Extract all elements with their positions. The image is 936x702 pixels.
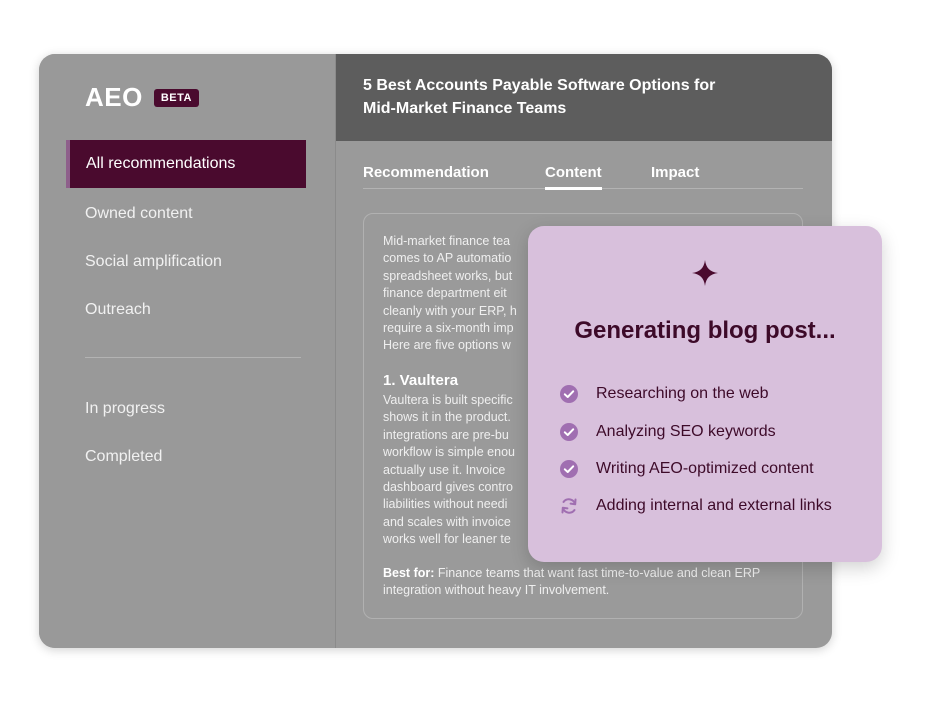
- generating-card: Generating blog post... Researching on t…: [528, 226, 882, 562]
- tab-bar: Recommendation Content Impact: [363, 162, 803, 190]
- sparkle-icon: [692, 260, 718, 286]
- step-label: Writing AEO-optimized content: [596, 460, 814, 477]
- sidebar-item-completed[interactable]: Completed: [85, 448, 163, 465]
- logo: AEO BETA: [85, 82, 199, 113]
- step-label: Adding internal and external links: [596, 497, 832, 514]
- sidebar-item-outreach[interactable]: Outreach: [85, 301, 151, 318]
- step-item: Analyzing SEO keywords: [558, 421, 776, 443]
- step-item: Adding internal and external links: [558, 495, 832, 517]
- page-title: 5 Best Accounts Payable Software Options…: [363, 77, 716, 117]
- main-header: 5 Best Accounts Payable Software Options…: [336, 54, 832, 141]
- tab-recommendation[interactable]: Recommendation: [363, 164, 489, 181]
- sidebar-item-all-recommendations[interactable]: All recommendations: [66, 140, 306, 188]
- step-item: Writing AEO-optimized content: [558, 458, 814, 480]
- logo-text: AEO: [85, 82, 143, 112]
- tab-content[interactable]: Content: [545, 164, 602, 190]
- sidebar-item-social-amplification[interactable]: Social amplification: [85, 253, 222, 270]
- generating-title: Generating blog post...: [574, 317, 836, 344]
- sidebar-divider: [85, 357, 301, 358]
- step-label: Researching on the web: [596, 385, 769, 402]
- check-circle-icon: [558, 458, 580, 480]
- check-circle-icon: [558, 383, 580, 405]
- step-item: Researching on the web: [558, 383, 769, 405]
- check-circle-icon: [558, 421, 580, 443]
- tab-impact[interactable]: Impact: [651, 164, 700, 181]
- refresh-icon: [558, 495, 580, 517]
- best-for-text: Finance teams that want fast time-to-val…: [383, 566, 761, 598]
- sidebar-item-owned-content[interactable]: Owned content: [85, 205, 193, 222]
- content-intro: Mid-market finance tea comes to AP autom…: [383, 234, 517, 353]
- best-for-label: Best for:: [383, 566, 435, 580]
- sidebar-item-in-progress[interactable]: In progress: [85, 400, 166, 417]
- beta-badge: BETA: [153, 88, 199, 107]
- content-heading: 1. Vaultera: [383, 372, 459, 389]
- best-for: Best for: Finance teams that want fast t…: [383, 565, 788, 600]
- step-label: Analyzing SEO keywords: [596, 423, 776, 440]
- content-body: Vaultera is built specific shows it in t…: [383, 393, 515, 547]
- sidebar: AEO BETA All recommendations Owned conte…: [39, 54, 336, 648]
